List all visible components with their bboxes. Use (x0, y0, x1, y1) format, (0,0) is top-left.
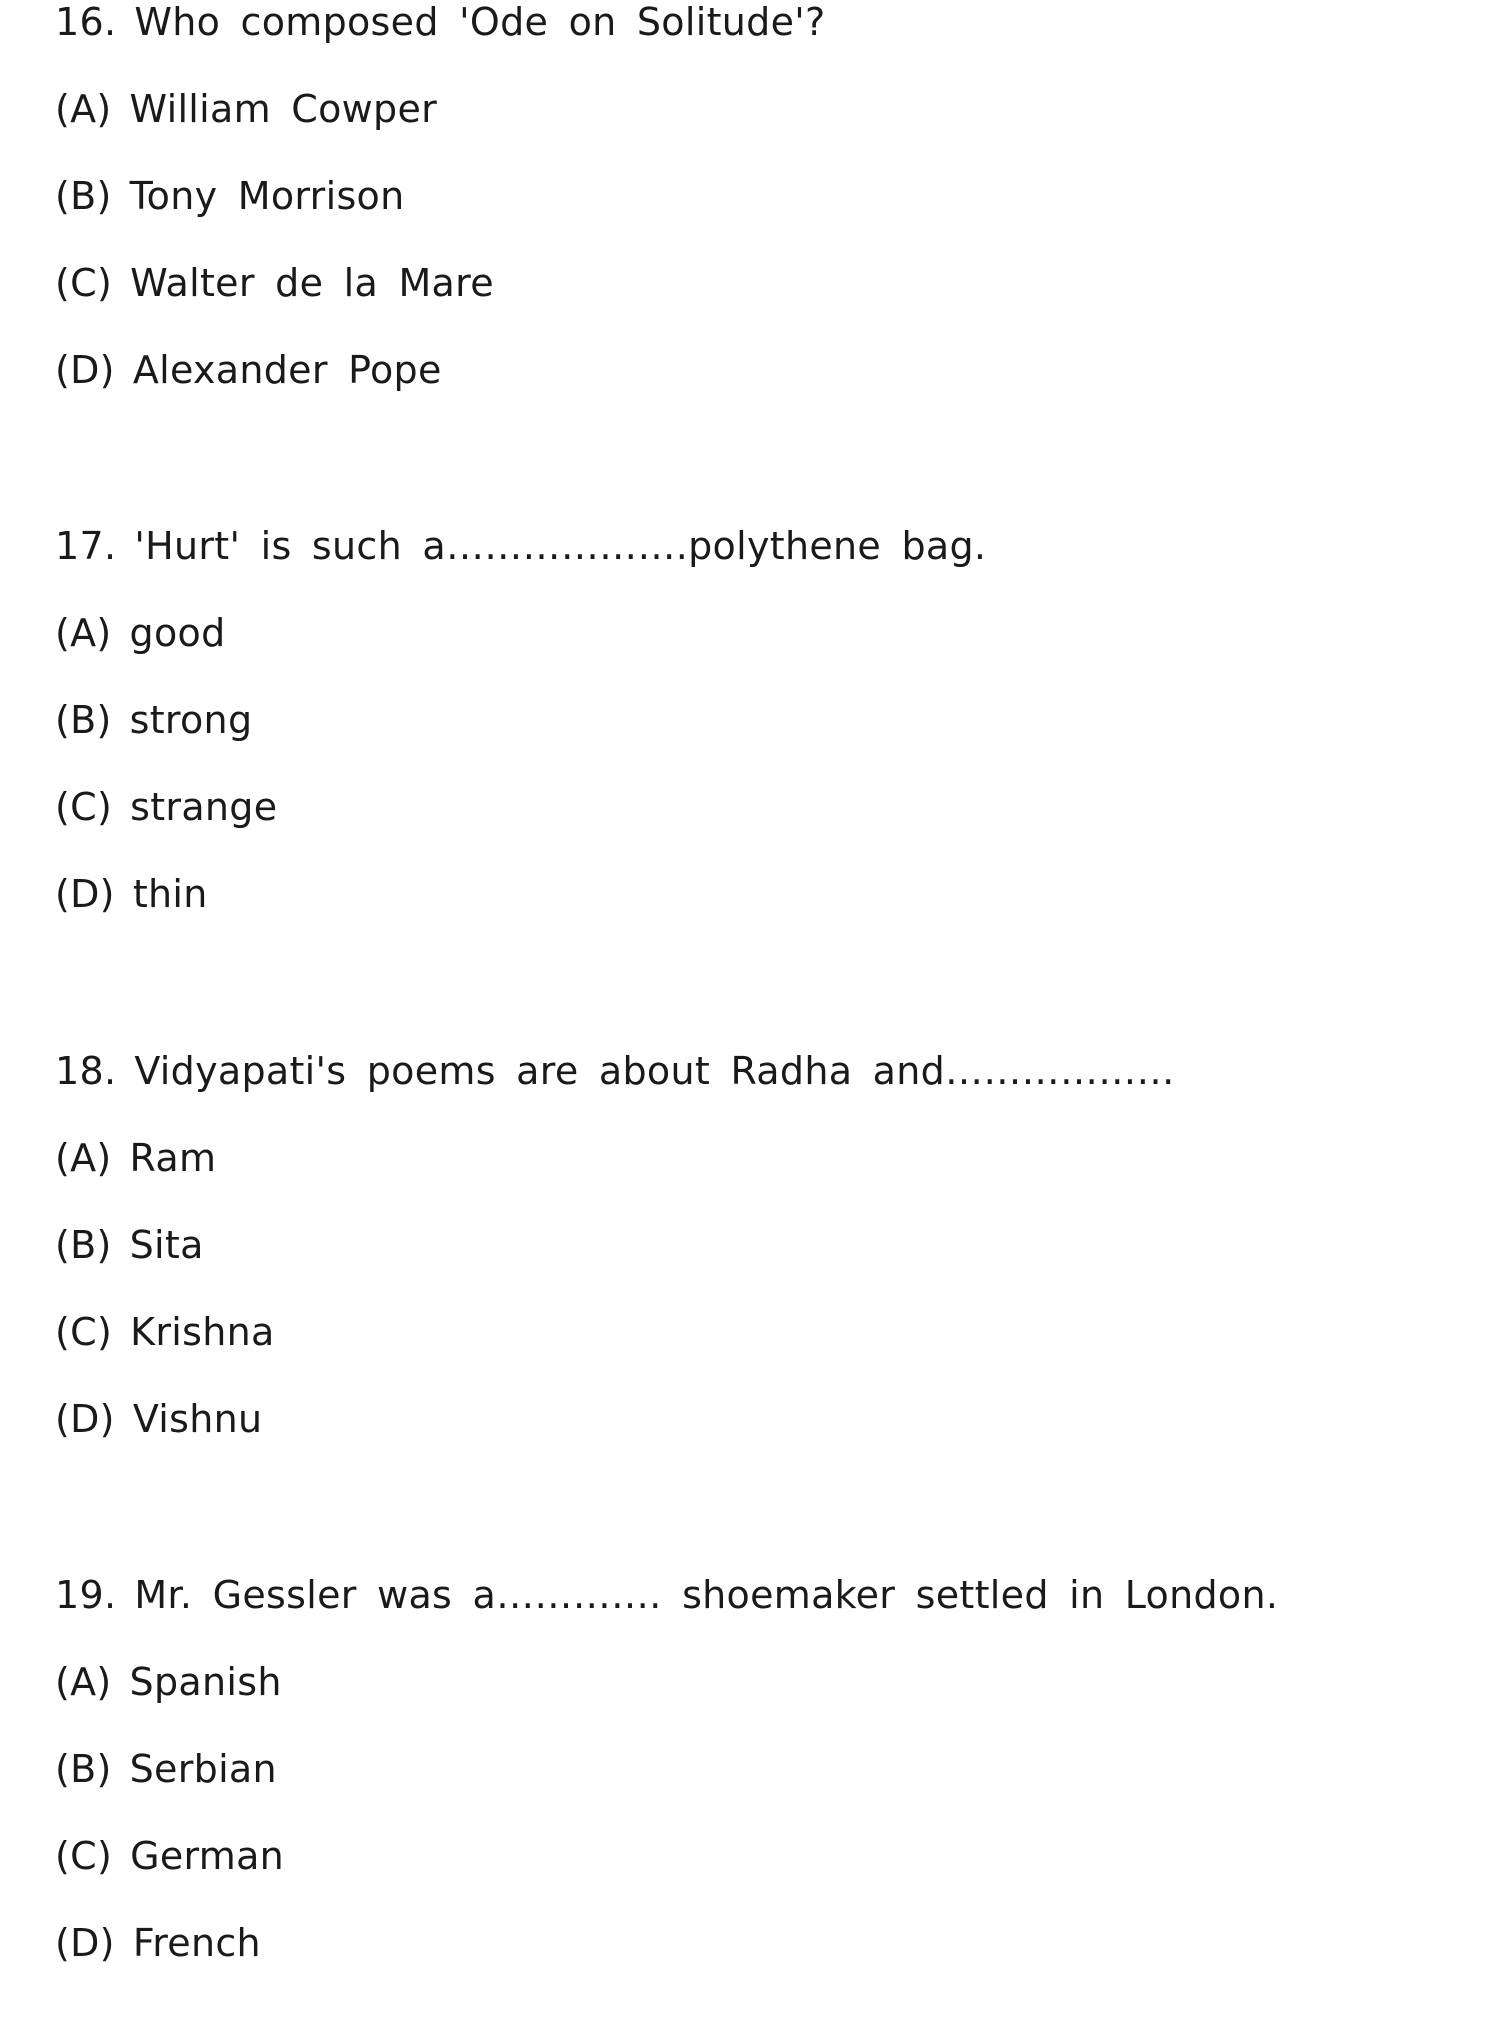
question-stem: 18. Vidyapati's poems are about Radha and… (55, 1043, 1455, 1130)
option-text: French (132, 1921, 261, 1965)
option-a[interactable]: (A) good (55, 605, 1455, 692)
question-stem: 16. Who composed 'Ode on Solitude'? (55, 0, 1455, 81)
option-text: good (129, 611, 226, 655)
option-label: (C) (55, 785, 113, 829)
option-label: (A) (55, 1660, 112, 1704)
question-stem: 17. 'Hurt' is such a……………….polythene bag. (55, 518, 1455, 605)
option-a[interactable]: (A) Ram (55, 1130, 1455, 1217)
option-text: Walter de la Mare (130, 261, 494, 305)
option-label: (A) (55, 1136, 112, 1180)
option-label: (A) (55, 87, 112, 131)
option-text: Spanish (129, 1660, 282, 1704)
question-text: 'Hurt' is such a……………….polythene bag. (134, 524, 987, 568)
option-d[interactable]: (D) Vishnu (55, 1391, 1455, 1478)
option-d[interactable]: (D) Alexander Pope (55, 342, 1455, 429)
question-17: 17. 'Hurt' is such a……………….polythene bag.… (55, 518, 1455, 953)
question-number: 18. (55, 1049, 117, 1093)
question-text: Vidyapati's poems are about Radha and………… (134, 1049, 1175, 1093)
question-number: 16. (55, 0, 117, 44)
option-text: Vishnu (132, 1397, 263, 1441)
option-text: William Cowper (129, 87, 438, 131)
option-c[interactable]: (C) Krishna (55, 1304, 1455, 1391)
option-text: Sita (129, 1223, 204, 1267)
question-text: Mr. Gessler was a…………. shoemaker settled… (134, 1573, 1279, 1617)
question-number: 17. (55, 524, 117, 568)
option-b[interactable]: (B) Sita (55, 1217, 1455, 1304)
option-text: thin (132, 872, 208, 916)
option-c[interactable]: (C) German (55, 1828, 1455, 1915)
option-text: Alexander Pope (132, 348, 442, 392)
option-d[interactable]: (D) thin (55, 866, 1455, 953)
option-b[interactable]: (B) Tony Morrison (55, 168, 1455, 255)
option-label: (C) (55, 261, 113, 305)
option-d[interactable]: (D) French (55, 1915, 1455, 2002)
question-text: Who composed 'Ode on Solitude'? (134, 0, 826, 44)
option-label: (B) (55, 698, 112, 742)
option-c[interactable]: (C) Walter de la Mare (55, 255, 1455, 342)
option-label: (B) (55, 174, 112, 218)
option-text: Krishna (130, 1310, 275, 1354)
option-a[interactable]: (A) Spanish (55, 1654, 1455, 1741)
option-c[interactable]: (C) strange (55, 779, 1455, 866)
option-label: (B) (55, 1747, 112, 1791)
option-label: (A) (55, 611, 112, 655)
question-number: 19. (55, 1573, 117, 1617)
option-b[interactable]: (B) strong (55, 692, 1455, 779)
option-label: (D) (55, 348, 115, 392)
option-label: (C) (55, 1834, 113, 1878)
option-text: Ram (129, 1136, 217, 1180)
option-label: (D) (55, 872, 115, 916)
option-text: German (130, 1834, 285, 1878)
question-18: 18. Vidyapati's poems are about Radha and… (55, 1043, 1455, 1478)
option-label: (B) (55, 1223, 112, 1267)
option-a[interactable]: (A) William Cowper (55, 81, 1455, 168)
option-label: (D) (55, 1397, 115, 1441)
option-text: strange (130, 785, 278, 829)
option-text: Tony Morrison (129, 174, 405, 218)
question-19: 19. Mr. Gessler was a…………. shoemaker sett… (55, 1567, 1455, 2002)
question-stem: 19. Mr. Gessler was a…………. shoemaker sett… (55, 1567, 1455, 1654)
option-text: Serbian (129, 1747, 277, 1791)
option-text: strong (129, 698, 253, 742)
option-label: (D) (55, 1921, 115, 1965)
question-16: 16. Who composed 'Ode on Solitude'? (A) Wi… (55, 0, 1455, 429)
option-label: (C) (55, 1310, 113, 1354)
option-b[interactable]: (B) Serbian (55, 1741, 1455, 1828)
